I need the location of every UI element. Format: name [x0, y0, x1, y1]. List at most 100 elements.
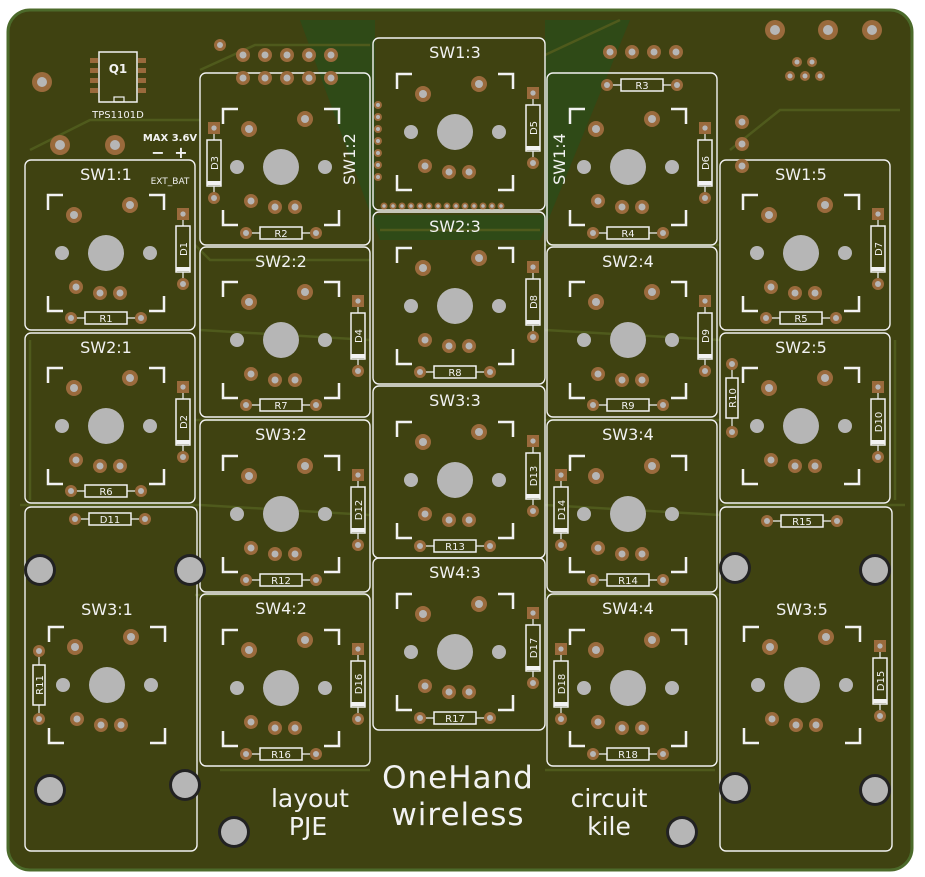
- switch-corner: [671, 383, 688, 400]
- resistor-r15: R15: [761, 514, 843, 528]
- diode-d8: D8: [525, 261, 541, 343]
- diode-d5: D5: [525, 87, 541, 169]
- diode-label: D5: [529, 121, 540, 135]
- resistor-r4: R4: [587, 226, 669, 240]
- q1-reference: Q1: [109, 62, 128, 76]
- resistor-r18: R18: [587, 747, 669, 761]
- switch-corner: [221, 454, 238, 471]
- copper-trace: [544, 18, 621, 57]
- switch-corner: [498, 592, 515, 609]
- resistor-r5: R5: [760, 311, 842, 325]
- switch-corner: [149, 469, 166, 486]
- switch-corner: [671, 557, 688, 574]
- switch-corner: [221, 557, 238, 574]
- mount-hole: [318, 333, 332, 347]
- mount-hole: [750, 419, 764, 433]
- switch-corner: [46, 193, 63, 210]
- switch-corner: [671, 454, 688, 471]
- battery-minus-label: −: [151, 143, 164, 162]
- switch-corner: [741, 296, 758, 313]
- switch-corner: [395, 695, 412, 712]
- diode-label: D2: [179, 415, 190, 429]
- copper-trace: [199, 43, 370, 72]
- switch-label: SW2:1: [80, 338, 132, 357]
- resistor-r9: R9: [587, 398, 669, 412]
- switch-label: SW4:4: [602, 599, 654, 618]
- resistor-r12: R12: [240, 573, 322, 587]
- copper-trace: [29, 118, 200, 152]
- mount-hole: [318, 507, 332, 521]
- switch-label: SW3:4: [602, 425, 654, 444]
- resistor-label: R6: [99, 487, 112, 498]
- switch-corner: [46, 366, 63, 383]
- switch-label: SW2:2: [255, 252, 307, 271]
- mount-hole: [751, 678, 765, 692]
- switch-corner: [221, 731, 238, 748]
- resistor-label: R11: [35, 675, 46, 695]
- switch-corner: [844, 296, 861, 313]
- resistor-label: R13: [445, 542, 465, 553]
- switch-corner: [671, 107, 688, 124]
- resistor-label: R14: [618, 576, 638, 587]
- resistor-label: R5: [794, 314, 807, 325]
- switch-stem-hole: [263, 322, 299, 358]
- switch-corner: [324, 454, 341, 471]
- mount-hole: [230, 333, 244, 347]
- switch-corner: [568, 628, 585, 645]
- switch-corner: [568, 557, 585, 574]
- diode-d1: D1: [175, 208, 191, 290]
- switch-label: SW1:2: [340, 133, 359, 185]
- diode-d17: D17: [525, 607, 541, 689]
- diode-label: D6: [701, 156, 712, 170]
- switch-corner: [221, 107, 238, 124]
- mount-hole: [838, 419, 852, 433]
- switch-corner: [324, 107, 341, 124]
- switch-stem-hole: [437, 114, 473, 150]
- resistor-label: R9: [621, 401, 634, 412]
- resistor-label: R4: [621, 229, 634, 240]
- switch-corner: [46, 469, 63, 486]
- mount-hole: [404, 299, 418, 313]
- mount-hole: [492, 473, 506, 487]
- mount-hole: [665, 160, 679, 174]
- switch-label: SW1:4: [550, 133, 569, 185]
- mount-hole: [230, 160, 244, 174]
- switch-corner: [150, 728, 167, 745]
- switch-corner: [844, 193, 861, 210]
- mount-hole: [577, 681, 591, 695]
- switch-corner: [324, 280, 341, 297]
- battery-plus-label: +: [174, 143, 187, 162]
- ext-bat-label: EXT_BAT: [151, 177, 190, 187]
- mount-hole: [665, 333, 679, 347]
- switch-outline: [546, 246, 718, 418]
- switch-corner: [324, 557, 341, 574]
- switch-outline: [199, 593, 371, 767]
- switch-corner: [498, 246, 515, 263]
- mount-hole: [838, 246, 852, 260]
- diode-label: D7: [874, 242, 885, 256]
- diode-d16: D16: [350, 643, 366, 725]
- switch-outline: [372, 211, 546, 385]
- resistor-label: R3: [635, 81, 648, 92]
- q1-part-number: TPS1101D: [91, 110, 144, 121]
- switch-corner: [149, 296, 166, 313]
- mount-hole: [55, 419, 69, 433]
- resistor-label: R12: [271, 576, 291, 587]
- switch-outline: [199, 419, 371, 593]
- switch-corner: [498, 72, 515, 89]
- switch-stem-hole: [437, 462, 473, 498]
- mount-hole: [230, 681, 244, 695]
- mount-hole: [577, 507, 591, 521]
- switch-corner: [741, 366, 758, 383]
- switch-outline: [372, 557, 546, 731]
